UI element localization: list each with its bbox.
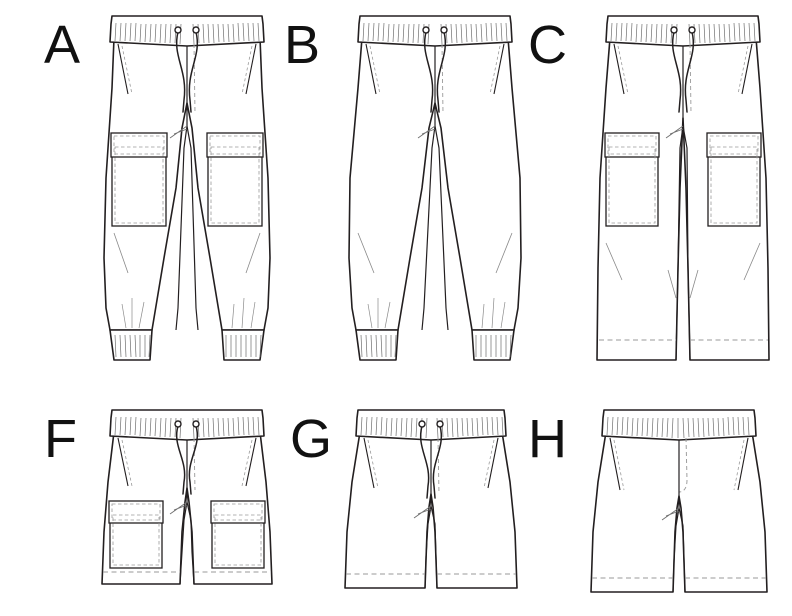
fly-stitch-g xyxy=(437,437,440,495)
drawstring-eyelets-c xyxy=(670,26,696,34)
cargo-pocket-right-c xyxy=(706,132,762,227)
garment-g-plain-shorts xyxy=(336,402,526,602)
crotch-wrinkle-c xyxy=(665,125,684,139)
crotch-seam-b xyxy=(421,46,449,331)
side-pocket-stitch-h xyxy=(613,439,745,491)
pant-body-outline-b xyxy=(348,37,522,331)
garment-c-cargo-straight-pants xyxy=(588,8,778,378)
side-pocket-opening-h xyxy=(609,437,749,491)
cargo-pocket-right-stitch-a xyxy=(209,135,261,224)
item-label-a: A xyxy=(44,15,81,75)
item-label-c: C xyxy=(528,15,567,75)
cargo-pocket-right-stitch-f xyxy=(213,503,263,566)
cargo-pocket-left-stitch-f xyxy=(111,503,161,566)
pant-body-outline-a xyxy=(103,37,271,331)
side-pocket-opening-f xyxy=(117,437,257,487)
leg-wrinkles-b xyxy=(357,232,513,274)
crotch-seam-c xyxy=(675,46,691,361)
crotch-seam-a xyxy=(175,46,199,331)
garment-a-cargo-joggers xyxy=(92,8,282,378)
cargo-pocket-right-f xyxy=(210,500,266,569)
side-pocket-opening-g xyxy=(363,437,499,489)
drawstring-f xyxy=(176,425,198,495)
crotch-wrinkle-h xyxy=(661,507,680,521)
fly-stitch-a xyxy=(193,43,196,114)
drawstring-eyelets-a xyxy=(174,26,200,34)
drawstring-eyelets-b xyxy=(422,26,448,34)
cargo-pocket-right-a xyxy=(206,132,264,227)
cuff-shirring-b xyxy=(360,334,512,358)
waistband-shirring-h xyxy=(606,416,750,439)
drawstring-a xyxy=(176,31,198,113)
waistband-f xyxy=(109,409,265,441)
crotch-wrinkle-b xyxy=(417,125,436,139)
leg-wrinkles-c xyxy=(605,242,761,299)
fly-stitch-f xyxy=(193,437,196,491)
fly-stitch-b xyxy=(441,43,444,114)
crotch-wrinkle-a xyxy=(169,125,188,139)
drawstring-b xyxy=(424,31,446,113)
drawstring-c xyxy=(672,31,694,113)
side-pocket-opening-c xyxy=(613,43,753,95)
fly-stitch-c xyxy=(689,43,692,114)
item-label-g: G xyxy=(290,409,333,469)
cuff-gather-lines-b xyxy=(367,297,506,329)
side-pocket-opening-a xyxy=(117,43,257,95)
waistband-b xyxy=(357,15,513,47)
item-label-h: H xyxy=(528,409,567,469)
side-pocket-stitch-c xyxy=(617,45,749,95)
cuff-right-b xyxy=(471,329,515,361)
waistband-a xyxy=(109,15,265,47)
drawstring-g xyxy=(420,425,442,499)
drawstring-eyelets-g xyxy=(418,420,444,428)
cuff-shirring-a xyxy=(114,334,262,358)
waistband-shirring-a xyxy=(114,22,260,45)
side-pocket-stitch-f xyxy=(121,439,253,487)
fly-stitch-h xyxy=(678,437,688,493)
waistband-c xyxy=(605,15,761,47)
waistband-h xyxy=(601,409,757,441)
waistband-shirring-b xyxy=(362,22,508,45)
waistband-shirring-f xyxy=(114,416,260,439)
cargo-pocket-right-stitch-c xyxy=(709,135,759,224)
cargo-pocket-left-c xyxy=(604,132,660,227)
side-pocket-stitch-g xyxy=(367,439,495,489)
crotch-wrinkle-f xyxy=(169,501,188,515)
item-label-b: B xyxy=(284,15,321,75)
cargo-pocket-left-stitch-a xyxy=(113,135,165,224)
garment-h-plain-shorts-no-drawstring xyxy=(580,402,780,602)
crotch-seam-h xyxy=(672,440,686,593)
crotch-wrinkle-g xyxy=(413,505,432,519)
drawstring-eyelets-f xyxy=(174,420,200,428)
leg-wrinkles-a xyxy=(113,232,261,274)
cargo-pocket-left-f xyxy=(108,500,164,569)
cargo-pocket-left-stitch-c xyxy=(607,135,657,224)
waistband-g xyxy=(355,409,507,441)
cuff-right-a xyxy=(221,329,265,361)
side-pocket-stitch-b xyxy=(369,45,501,95)
cargo-pocket-left-a xyxy=(110,132,168,227)
crotch-seam-g xyxy=(424,440,438,589)
side-pocket-stitch-a xyxy=(121,45,253,95)
item-label-f: F xyxy=(44,409,77,469)
crotch-seam-f xyxy=(179,440,195,585)
short-body-outline-g xyxy=(344,431,518,589)
pant-body-outline-c xyxy=(596,37,770,361)
waistband-shirring-c xyxy=(610,22,756,45)
short-body-outline-h xyxy=(590,431,768,593)
garment-b-plain-joggers xyxy=(340,8,530,378)
side-pocket-opening-b xyxy=(365,43,505,95)
cuff-gather-lines-a xyxy=(121,297,256,329)
garment-f-cargo-shorts xyxy=(92,402,282,602)
